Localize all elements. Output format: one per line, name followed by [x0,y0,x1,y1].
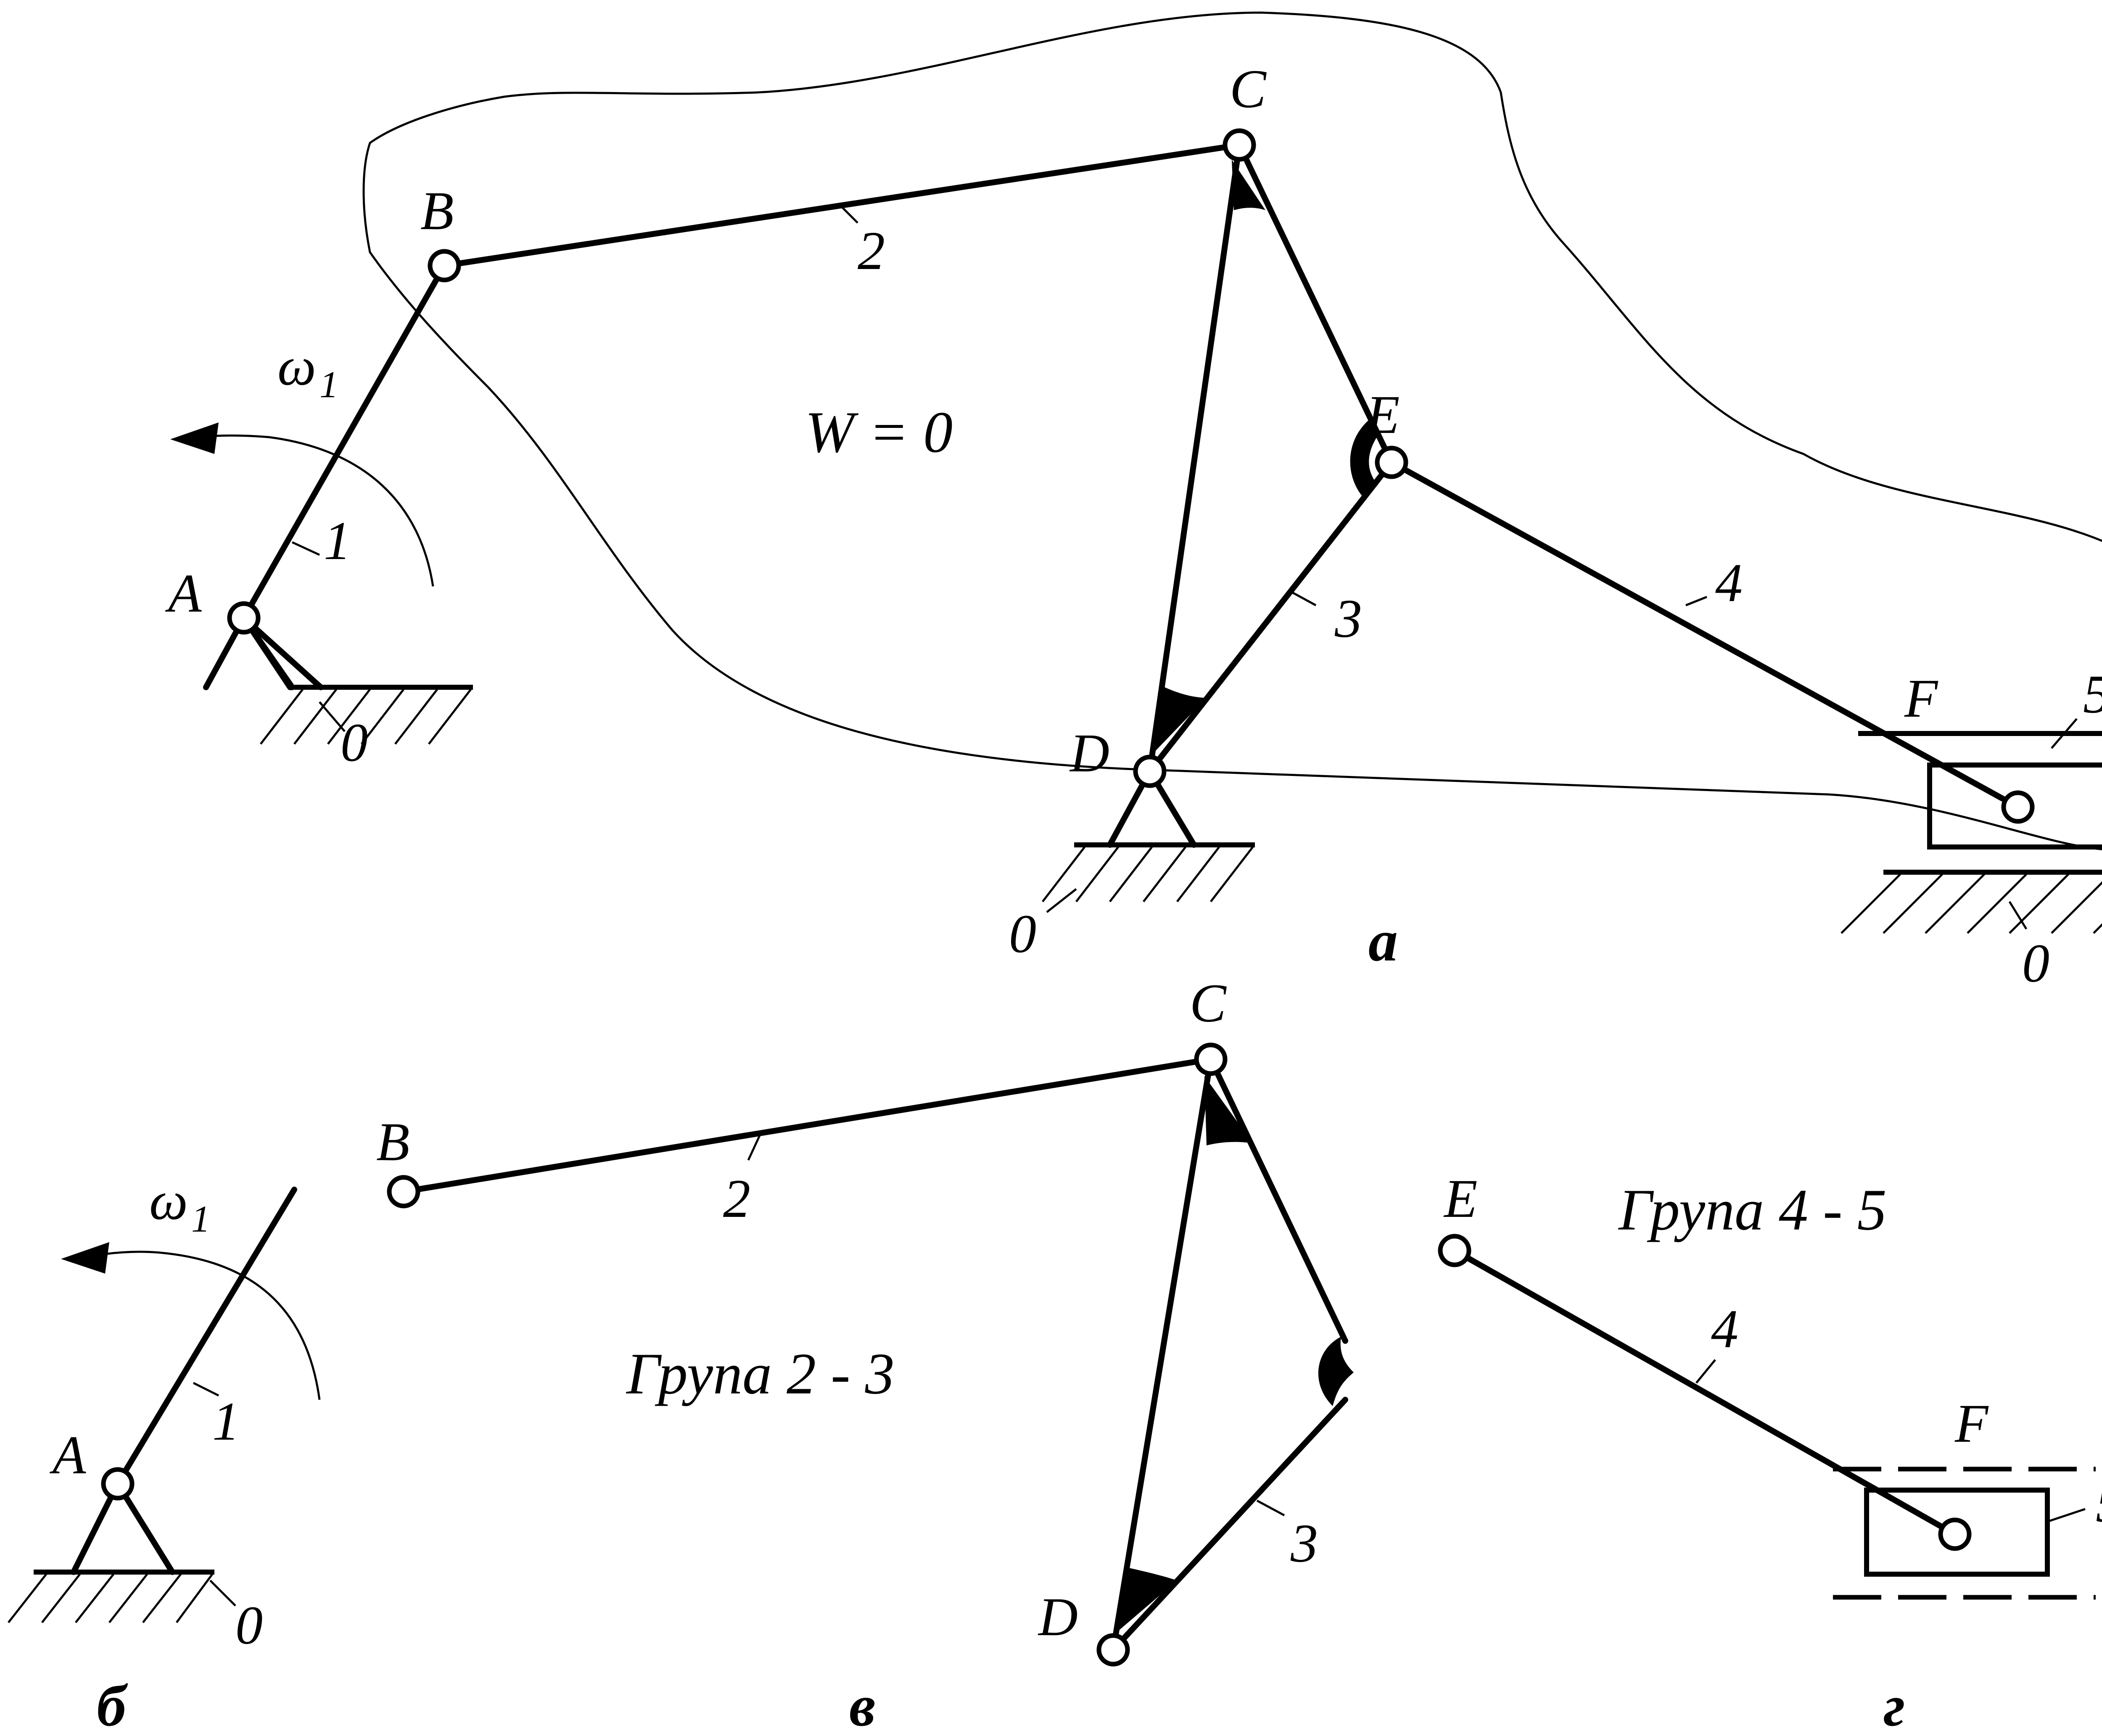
label-link-4: 4 [1715,553,1743,613]
label-link-5-g: 5 [2096,1473,2102,1534]
caption-b: б [97,1673,128,1736]
slider-block-5-g [1864,1488,2050,1577]
label-link-2-v: 2 [723,1169,750,1229]
joint-e [1375,446,1408,479]
weld-mark-e-v [1318,1337,1354,1406]
leader-link-1-b [193,1382,219,1397]
weld-mark-c [1232,160,1265,210]
weld-mark-d-v [1118,1568,1177,1631]
ground-leader-f [2008,901,2028,930]
leader-link-5-g [2047,1508,2086,1523]
panel-g: E F 4 5 Група 4 - 5 г [1438,1169,2102,1736]
label-link-1-b: 1 [212,1391,240,1452]
ground-leader-d [1046,888,1077,913]
group-boundary-curve [362,11,2102,850]
omega-arc-b [88,1251,321,1400]
joint-a [227,601,261,635]
omega-arc-a [197,434,434,587]
label-joint-b: B [420,181,454,241]
link-2-v [401,1056,1214,1195]
ground-hatch-a [260,689,472,745]
label-joint-f: F [1904,668,1938,729]
joint-d [1133,755,1167,788]
ground-hatch-f [1841,873,2102,934]
label-link-3-v: 3 [1290,1513,1318,1574]
leader-link-3-v [1256,1499,1285,1517]
label-joint-d: D [1069,723,1109,784]
joint-f [2001,790,2035,824]
joint-b [428,249,461,282]
joint-a-b [101,1467,135,1501]
label-link-3: 3 [1334,588,1362,649]
label-joint-f-g: F [1954,1393,1989,1454]
caption-g: г [1883,1673,1905,1736]
label-joint-b-v: B [376,1112,409,1172]
label-joint-c: C [1230,59,1267,119]
label-ground-b: 0 [235,1595,263,1656]
label-joint-e-g: E [1443,1169,1477,1229]
slider-block-5 [1927,762,2102,850]
caption-a: а [1368,908,1398,974]
weld-mark-c-v [1204,1076,1253,1145]
weld-mark-d [1154,685,1207,752]
ground-hatch-d [1042,846,1254,902]
label-joint-c-v: C [1190,973,1227,1034]
link-4-g [1452,1248,1958,1537]
label-link-5: 5 [2083,664,2102,725]
leader-link-2 [840,205,858,224]
label-ground-d: 0 [1009,904,1036,964]
label-joint-e: E [1365,385,1400,445]
label-omega-a-sub: 1 [320,364,338,406]
link-1 [241,263,447,621]
link-4 [1389,459,2021,810]
label-omega-a: ω [277,336,316,397]
joint-e-g [1438,1234,1471,1267]
link-3-ed [1147,459,1394,774]
ground-leader-a [319,701,346,732]
leader-link-4 [1685,596,1707,607]
joint-b-v [387,1175,420,1208]
weld-mark-e [1350,420,1377,496]
label-link-2: 2 [858,221,885,281]
leader-link-4-g [1695,1359,1716,1384]
link-3-cd [1147,142,1242,774]
ground-hatch-b [8,1573,214,1623]
label-omega-b-sub: 1 [191,1198,210,1240]
caption-v: в [849,1673,876,1736]
link-2 [441,142,1242,269]
link-1-b [115,1187,297,1487]
joint-d-v [1096,1633,1130,1667]
label-link-4-g: 4 [1711,1299,1738,1359]
leader-link-2-v [747,1132,762,1161]
omega-arrow-a [170,422,219,454]
label-ground-f: 0 [2022,933,2049,994]
joint-f-g [1938,1517,1972,1551]
link-3-ce-v [1208,1056,1348,1344]
link-3-ed-v [1110,1397,1348,1653]
leader-link-5 [2051,718,2078,749]
label-ground-a: 0 [341,712,368,773]
group-label-4-5: Група 4 - 5 [1618,1177,1887,1243]
label-joint-a: A [165,563,202,624]
link-3-cd-v [1110,1056,1214,1653]
label-joint-d-v: D [1038,1587,1078,1647]
panel-a: A B C D E F 2 1 3 4 5 0 0 0 ω 1 W = 0 а [165,11,2102,994]
panel-v: B C D 2 3 Група 2 - 3 в [376,973,1354,1736]
ground-leader-b [209,1580,236,1607]
link-3-ce [1236,142,1394,465]
label-omega-b: ω [149,1171,188,1231]
label-link-1: 1 [324,511,351,571]
omega-arrow-b [61,1242,109,1274]
joint-c [1223,128,1256,162]
joint-c-v [1194,1042,1228,1076]
panel-b: A 1 0 ω 1 б [8,1171,321,1736]
leader-link-1 [291,541,320,556]
leader-link-3 [1292,591,1317,607]
mobility-label: W = 0 [805,400,953,465]
group-label-2-3: Група 2 - 3 [626,1341,895,1406]
label-joint-a-b: A [49,1425,86,1485]
